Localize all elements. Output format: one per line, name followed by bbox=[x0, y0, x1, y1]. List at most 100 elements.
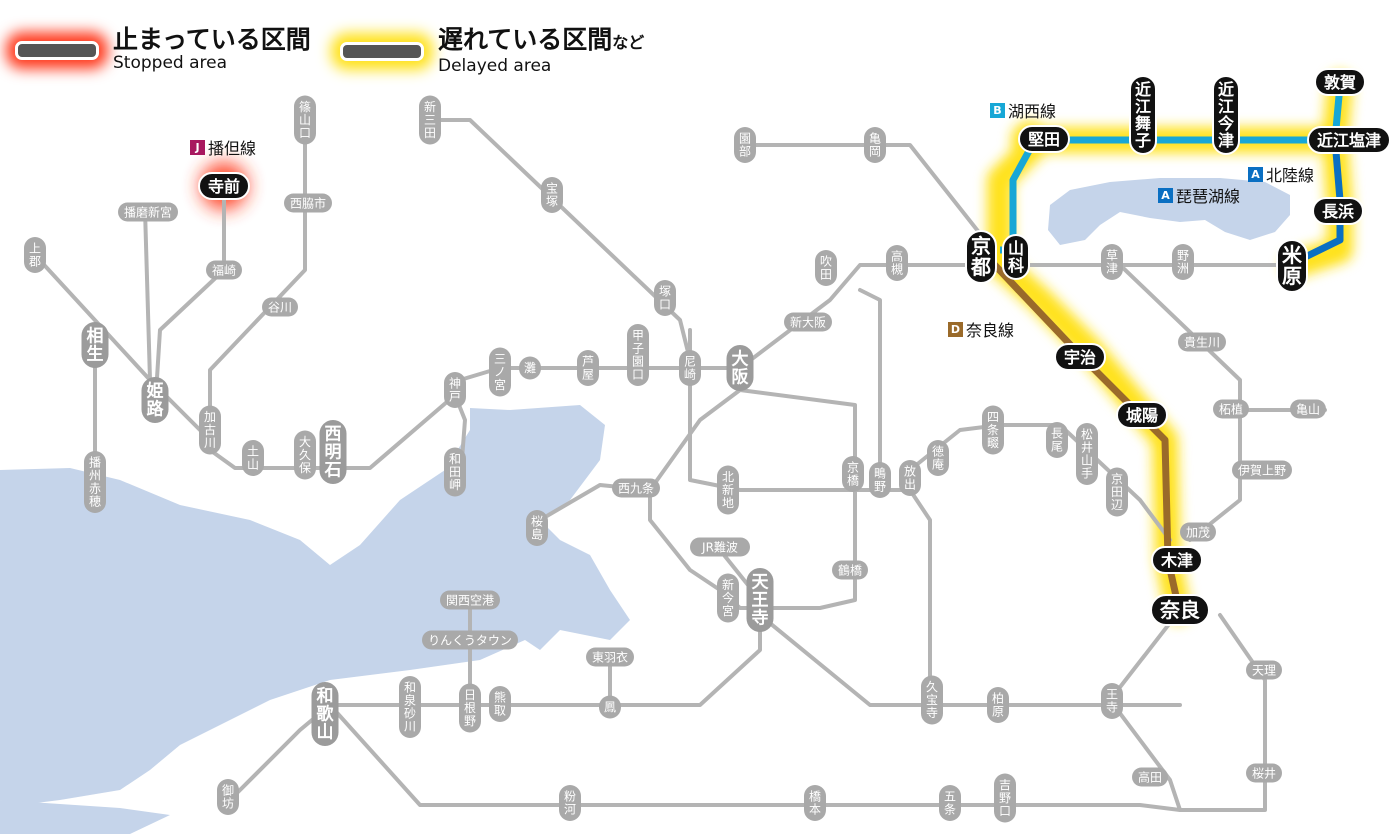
station-label-char: 大 bbox=[299, 435, 311, 449]
station-s55[interactable]: 王寺 bbox=[1101, 683, 1123, 719]
station-s77[interactable]: 城陽 bbox=[1116, 401, 1168, 429]
station-s33[interactable]: 北新地 bbox=[717, 465, 739, 515]
station-s9[interactable]: 上郡 bbox=[24, 237, 46, 273]
station-s68[interactable]: 伊賀上野 bbox=[1232, 460, 1292, 480]
station-s50[interactable]: 粉河 bbox=[559, 785, 581, 821]
station-s71[interactable]: 貴生川 bbox=[1178, 332, 1226, 352]
station-label-char: 山 bbox=[299, 113, 311, 127]
line-label-kosei[interactable]: B 湖西線 bbox=[990, 98, 1056, 122]
station-s69[interactable]: 柘植 bbox=[1213, 399, 1249, 419]
station-s15[interactable]: 加古川 bbox=[199, 405, 221, 455]
station-s37[interactable]: JR難波 bbox=[690, 537, 750, 557]
station-s32[interactable]: 西九条 bbox=[612, 478, 660, 498]
station-s46[interactable]: 熊取 bbox=[489, 686, 511, 722]
station-s70[interactable]: 亀山 bbox=[1290, 399, 1326, 419]
station-s44[interactable]: 鳳 bbox=[599, 695, 621, 719]
station-s59[interactable]: 四条畷 bbox=[982, 405, 1004, 455]
station-s39[interactable]: 天王寺 bbox=[746, 568, 774, 632]
line-badge-nara: D bbox=[948, 321, 963, 337]
station-s5[interactable]: 亀岡 bbox=[864, 127, 886, 163]
station-s62[interactable]: 京田辺 bbox=[1106, 467, 1128, 517]
station-s20[interactable]: 神戸 bbox=[444, 372, 466, 408]
station-s35[interactable]: 鴫野 bbox=[869, 462, 891, 498]
station-s49[interactable]: 御坊 bbox=[217, 779, 239, 815]
station-s26[interactable]: 大阪 bbox=[726, 345, 754, 391]
station-s34[interactable]: 京橋 bbox=[842, 456, 864, 492]
station-s67[interactable]: 桜井 bbox=[1246, 763, 1282, 783]
station-s82[interactable]: 近江塩津 bbox=[1307, 126, 1391, 154]
station-s81[interactable]: 敦賀 bbox=[1314, 68, 1366, 96]
station-s25[interactable]: 尼崎 bbox=[679, 350, 701, 386]
station-s48[interactable]: 和歌山 bbox=[311, 682, 339, 746]
station-s21[interactable]: 三ノ宮 bbox=[489, 347, 511, 397]
station-s31[interactable]: 桜島 bbox=[526, 510, 548, 546]
station-s30[interactable]: 和田岬 bbox=[444, 447, 466, 497]
line-label-nara[interactable]: D 奈良線 bbox=[948, 317, 1014, 341]
station-s22[interactable]: 灘 bbox=[519, 356, 541, 380]
station-s74[interactable]: 京都 bbox=[965, 230, 997, 284]
station-s2[interactable]: 新三田 bbox=[419, 95, 441, 145]
station-s58[interactable]: 徳庵 bbox=[927, 440, 949, 476]
station-s73[interactable]: 野洲 bbox=[1172, 244, 1194, 280]
station-s83[interactable]: 長浜 bbox=[1312, 197, 1364, 225]
line-label-bantan[interactable]: J 播但線 bbox=[190, 135, 256, 159]
station-s75[interactable]: 山科 bbox=[1002, 234, 1030, 280]
line-label-hokuriku[interactable]: A 北陸線 bbox=[1248, 162, 1314, 186]
station-s18[interactable]: 西明石 bbox=[319, 420, 347, 484]
station-s8[interactable]: 西脇市 bbox=[284, 193, 332, 213]
station-label-char: 京 bbox=[971, 234, 991, 258]
station-s38[interactable]: 新今宮 bbox=[717, 573, 739, 623]
station-s12[interactable]: 谷川 bbox=[262, 297, 298, 317]
station-s29[interactable]: 高槻 bbox=[886, 245, 908, 281]
station-s16[interactable]: 土山 bbox=[242, 440, 264, 476]
station-s66[interactable]: 天理 bbox=[1246, 660, 1282, 680]
station-s41[interactable]: 関西空港 bbox=[440, 590, 500, 610]
station-s23[interactable]: 芦屋 bbox=[577, 350, 599, 386]
station-s72[interactable]: 草津 bbox=[1101, 244, 1123, 280]
station-label-char: 川 bbox=[404, 719, 416, 733]
station-s51[interactable]: 橋本 bbox=[804, 785, 826, 821]
line-label-biwako[interactable]: A 琵琶湖線 bbox=[1158, 183, 1240, 207]
station-s42[interactable]: りんくうタウン bbox=[422, 630, 518, 650]
station-s11[interactable]: 相生 bbox=[81, 322, 109, 368]
station-s76[interactable]: 宇治 bbox=[1054, 343, 1106, 371]
station-s63[interactable]: 加茂 bbox=[1180, 522, 1216, 542]
station-label-char: 篠 bbox=[299, 99, 311, 114]
station-s10[interactable]: 福崎 bbox=[206, 260, 242, 280]
station-s60[interactable]: 長尾 bbox=[1046, 422, 1068, 458]
station-label-char: 今 bbox=[722, 590, 734, 605]
station-s28[interactable]: 吹田 bbox=[815, 250, 837, 286]
station-label-char: 出 bbox=[904, 477, 916, 491]
station-s7[interactable]: 播磨新宮 bbox=[118, 202, 178, 222]
station-label-char: 山 bbox=[1081, 453, 1093, 467]
station-s45[interactable]: 日根野 bbox=[459, 683, 481, 733]
station-label-char: 山 bbox=[317, 723, 334, 743]
station-s36[interactable]: 放出 bbox=[899, 460, 921, 496]
station-s13[interactable]: 塚口 bbox=[654, 280, 676, 316]
station-s65[interactable]: 奈良 bbox=[1150, 594, 1210, 626]
station-s14[interactable]: 姫路 bbox=[141, 377, 169, 423]
station-s78[interactable]: 堅田 bbox=[1018, 125, 1070, 153]
station-s57[interactable]: 久宝寺 bbox=[921, 675, 943, 725]
station-s52[interactable]: 五条 bbox=[939, 785, 961, 821]
station-label-char: ノ bbox=[494, 365, 506, 379]
station-s56[interactable]: 柏原 bbox=[987, 687, 1009, 723]
station-s40[interactable]: 鶴橋 bbox=[832, 560, 868, 580]
station-s64[interactable]: 木津 bbox=[1151, 546, 1203, 574]
station-s4[interactable]: 園部 bbox=[734, 127, 756, 163]
station-s54[interactable]: 高田 bbox=[1132, 767, 1168, 787]
station-s53[interactable]: 吉野口 bbox=[994, 773, 1016, 823]
station-s1[interactable]: 篠山口 bbox=[294, 95, 316, 145]
station-s43[interactable]: 東羽衣 bbox=[586, 647, 634, 667]
station-s3[interactable]: 宝塚 bbox=[541, 177, 563, 213]
station-s84[interactable]: 米原 bbox=[1276, 239, 1308, 293]
station-s27[interactable]: 新大阪 bbox=[784, 312, 832, 332]
station-s6[interactable]: 寺前 bbox=[198, 172, 250, 200]
station-s17[interactable]: 大久保 bbox=[294, 430, 316, 480]
